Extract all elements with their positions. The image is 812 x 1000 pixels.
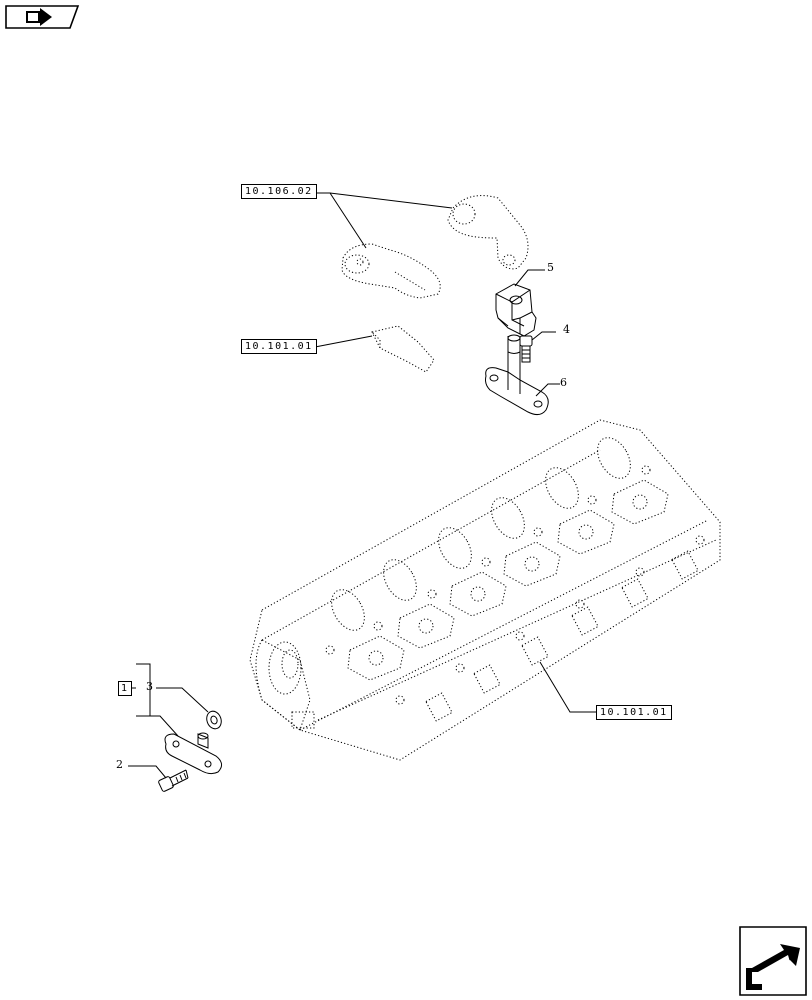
part-2-bolt [158,769,189,792]
rocker-pad [371,325,435,373]
part-4-screw [519,335,533,363]
kit-item-1-box[interactable]: 1 [118,681,134,699]
leader-2 [128,765,167,779]
leader-pad [314,335,373,348]
cylinder-head [249,419,721,761]
next-page-arrow-icon[interactable] [739,926,807,996]
rocker-arm-right [447,195,529,270]
callout-5: 5 [547,261,554,274]
leader-3 [156,687,209,713]
leader-rocker-left [329,192,367,249]
part-6-shaft-plate [485,334,549,416]
previous-page-arrow-icon[interactable] [5,5,80,29]
leader-5 [514,269,545,287]
leader-cylinder-head [539,661,596,713]
reference-box-rocker-arms[interactable]: 10.106.02 [241,184,320,202]
callout-2: 2 [116,758,123,771]
reference-box-cylinder-head[interactable]: 10.101.01 [596,705,675,723]
leader-6 [535,383,560,397]
part-3-washer [206,710,222,730]
callout-4: 4 [563,323,570,336]
callout-6: 6 [560,376,567,389]
reference-box-pad[interactable]: 10.101.01 [241,339,320,357]
rocker-arm-left [341,243,441,299]
kit-bracket [136,663,151,717]
leader-4 [531,331,556,341]
leader-1-plate [150,715,179,737]
part-1-plate-pin [164,732,222,775]
callout-3: 3 [146,680,153,693]
part-5-bracket [495,283,537,337]
